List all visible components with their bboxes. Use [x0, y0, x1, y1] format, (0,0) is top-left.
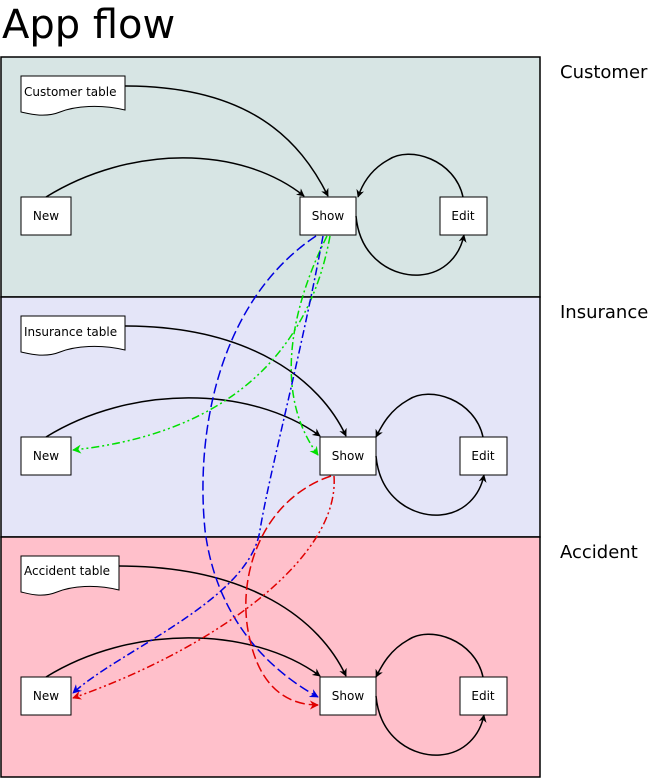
lane-label-insurance: Insurance: [560, 302, 648, 323]
customer-new-label: New: [33, 209, 59, 223]
accident-edit-label: Edit: [471, 689, 495, 703]
accident-lane-content: Accident table New Show Edit: [20, 555, 508, 756]
insurance-new-label: New: [33, 449, 59, 463]
edge-blue-customer-show-to-accident-new: [72, 235, 324, 694]
insurance-new-node[interactable]: [20, 436, 72, 476]
lane-label-accident: Accident: [560, 542, 638, 563]
edge-red-insurance-show-to-accident-show: [245, 475, 332, 710]
customer-edit-label: Edit: [451, 209, 475, 223]
accident-show-label: Show: [332, 689, 365, 703]
edge-green-customer-show-to-insurance-new: [72, 235, 331, 454]
insurance-show-node[interactable]: [319, 436, 377, 476]
edge-customer-table-to-show: [124, 85, 329, 197]
customer-show-node[interactable]: [299, 196, 357, 236]
insurance-lane-content: Insurance table New Show Edit: [20, 315, 508, 516]
edge-insurance-new-to-show: [45, 397, 321, 438]
insurance-table-shape: [20, 315, 126, 356]
insurance-edit-label: Edit: [471, 449, 495, 463]
customer-table-shape: [20, 75, 126, 116]
edge-insurance-show-to-edit: [375, 455, 487, 516]
diagram-title: App flow: [2, 2, 175, 48]
insurance-table-label: Insurance table: [24, 325, 117, 339]
accident-new-node[interactable]: [20, 676, 72, 716]
accident-table-shape: [20, 555, 120, 596]
edge-customer-edit-to-show: [356, 153, 464, 198]
accident-show-node[interactable]: [319, 676, 377, 716]
edge-red-insurance-show-to-accident-new: [72, 475, 335, 700]
edge-accident-new-to-show: [45, 637, 321, 678]
accident-new-label: New: [33, 689, 59, 703]
edge-green-customer-show-to-insurance-show: [290, 235, 328, 456]
edge-customer-show-to-edit: [355, 215, 467, 276]
edge-accident-table-to-show: [118, 565, 347, 677]
lane-label-customer: Customer: [560, 62, 648, 83]
customer-lane-content: Customer table New Show Edit: [20, 75, 488, 276]
accident-edit-node[interactable]: [459, 676, 508, 716]
edge-insurance-edit-to-show: [375, 393, 484, 438]
edge-accident-show-to-edit: [375, 695, 487, 756]
customer-table-label: Customer table: [24, 85, 117, 99]
edge-accident-edit-to-show: [375, 633, 484, 678]
customer-show-label: Show: [312, 209, 345, 223]
insurance-show-label: Show: [332, 449, 365, 463]
edge-customer-new-to-show: [45, 157, 305, 198]
customer-new-node[interactable]: [20, 196, 72, 236]
accident-table-label: Accident table: [24, 564, 110, 578]
edge-blue-customer-show-to-accident-show: [202, 235, 319, 698]
